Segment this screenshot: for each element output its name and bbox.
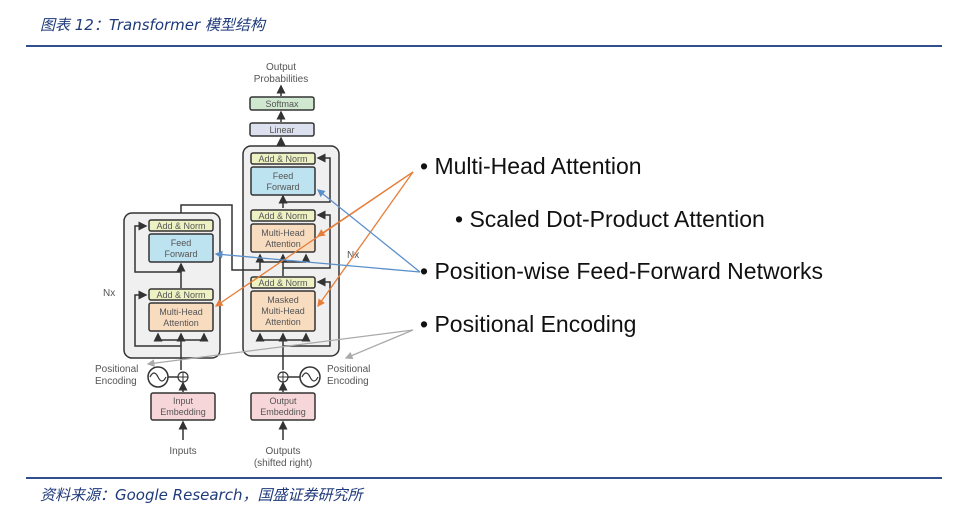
bullet-text: Positional Encoding [434,311,637,337]
decoder-pos-enc-label-1: Positional [327,364,370,375]
ffn-pointer-lines [214,189,421,273]
encoder-add-norm-2-label: Add & Norm [156,221,205,231]
masked-mha-label-2: Multi-Head [261,306,305,316]
decoder-masked-multi-head-attention [250,290,316,332]
outputs-label-1: Outputs [265,446,300,457]
encoder-feed-forward [148,233,214,263]
output-probabilities-label-2: Probabilities [254,74,308,85]
output-embedding-label-2: Embedding [260,407,306,417]
decoder-add-norm-3 [250,152,316,165]
input-embedding-label-2: Embedding [160,407,206,417]
decoder-add-norm-2-label: Add & Norm [258,211,307,221]
input-embedding-label-1: Input [173,396,194,406]
figure-caption: 图表 12：Transformer 模型结构 [40,16,265,34]
decoder-ff-label-1: Feed [273,171,294,181]
encoder-mha-label-2: Attention [163,318,199,328]
decoder-mha-label-1: Multi-Head [261,228,305,238]
encoder-multi-head-attention [148,302,214,332]
outputs-label-2: (shifted right) [254,458,312,469]
source-note: 资料来源：Google Research，国盛证券研究所 [40,486,363,504]
softmax-label: Softmax [265,99,299,109]
encoder-add-norm-1-label: Add & Norm [156,290,205,300]
bullet-scaled-dot-product: • Scaled Dot-Product Attention [455,206,765,232]
masked-mha-label-1: Masked [267,295,299,305]
decoder-ff-label-2: Forward [266,182,299,192]
bottom-divider [26,477,942,479]
bullet-text: Position-wise Feed-Forward Networks [434,258,824,284]
bullet-text: Scaled Dot-Product Attention [469,206,765,232]
bullet-multi-head-attention: • Multi-Head Attention [420,153,642,179]
encoder-mha-label-1: Multi-Head [159,307,203,317]
masked-mha-label-3: Attention [265,317,301,327]
linear-box [249,122,315,137]
encoder-nx-label: Nx [103,288,115,299]
encoder-pos-enc-label-2: Encoding [95,376,137,387]
output-embedding-box [250,392,316,421]
encoder-ff-label-2: Forward [164,249,197,259]
positional-encoding-pointer-lines [146,329,414,368]
encoder-ff-label-1: Feed [171,238,192,248]
decoder-add-norm-2 [250,209,316,222]
output-probabilities-label-1: Output [266,62,296,73]
output-embedding-label-1: Output [269,396,297,406]
bullet-position-wise-ffn: • Position-wise Feed-Forward Networks [420,258,824,284]
input-embedding-box [150,392,216,421]
bullet-positional-encoding: • Positional Encoding [420,311,637,337]
decoder-add-norm-1-label: Add & Norm [258,278,307,288]
inputs-label: Inputs [169,446,196,457]
encoder-pos-enc-label-1: Positional [95,364,138,375]
softmax-box [249,96,315,111]
encoder-add-norm-1 [148,288,214,301]
bullet-text: Multi-Head Attention [434,153,642,179]
attention-pointer-lines [214,171,414,308]
encoder-add-norm-2 [148,219,214,232]
decoder-add-norm-3-label: Add & Norm [258,154,307,164]
decoder-pos-enc-label-2: Encoding [327,376,369,387]
decoder-mha-label-2: Attention [265,239,301,249]
top-divider [26,45,942,47]
linear-label: Linear [269,125,294,135]
